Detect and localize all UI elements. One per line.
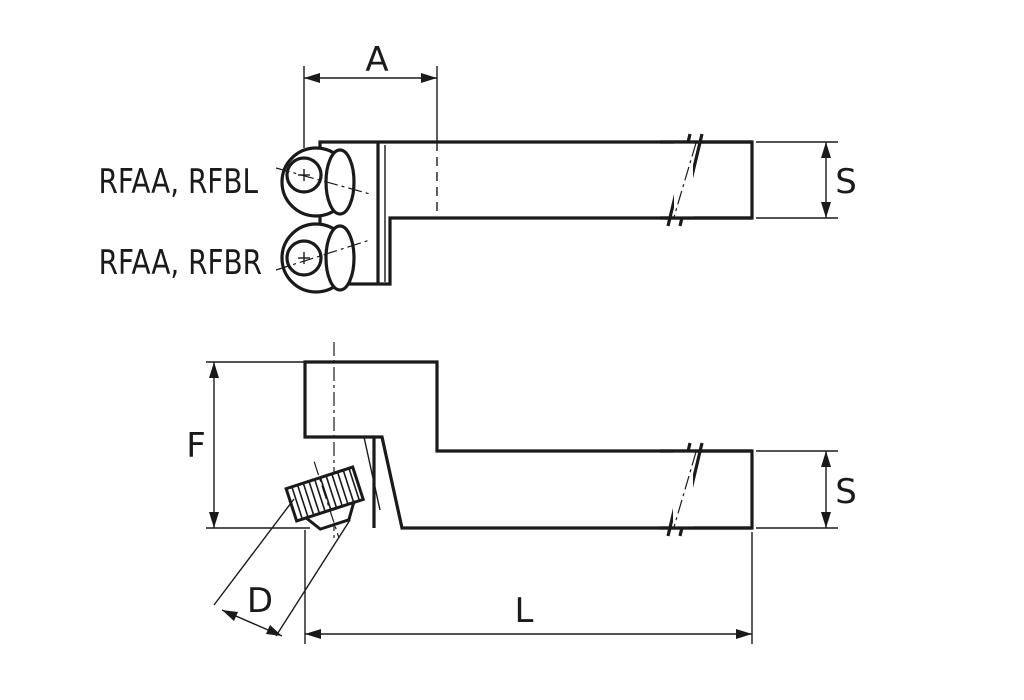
dimension-a: A [303,40,438,148]
knurl-wheel-lower [275,222,371,294]
label-s-bottom: S [835,472,857,512]
dimension-s-top: S [756,141,857,219]
top-view: A S RFAA, RFBL RFAA, RFBR [98,40,857,294]
label-a: A [365,40,388,80]
dimension-f: F [186,361,310,529]
label-l: L [515,591,534,631]
label-variant-left: RFAA, RFBL [98,162,258,201]
dimension-s-bottom: S [756,450,857,529]
knurl-wheel-side [284,461,366,538]
dimension-l: L [304,530,753,644]
label-variant-right: RFAA, RFBR [99,243,262,282]
top-break-centerline [673,142,697,218]
label-d: D [247,581,273,621]
label-s-top: S [835,162,857,202]
label-f: F [186,426,206,466]
side-head-edge-inner [363,436,381,511]
knurl-wheel-upper [275,146,371,218]
dimension-d: D [213,498,351,637]
side-view: F S D L [186,342,857,644]
